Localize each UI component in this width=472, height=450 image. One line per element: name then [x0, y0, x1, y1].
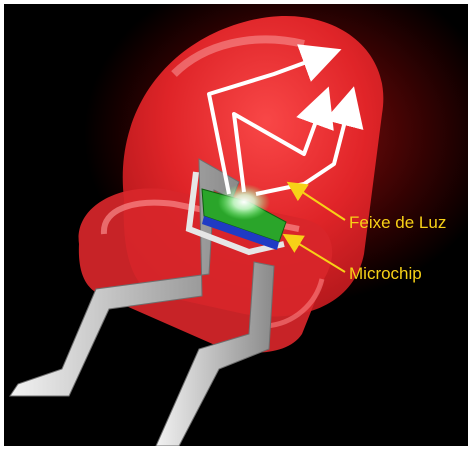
microchip-label: Microchip	[349, 265, 422, 282]
diagram-canvas: Feixe de Luz Microchip	[4, 4, 468, 446]
beam-label: Feixe de Luz	[349, 214, 446, 231]
